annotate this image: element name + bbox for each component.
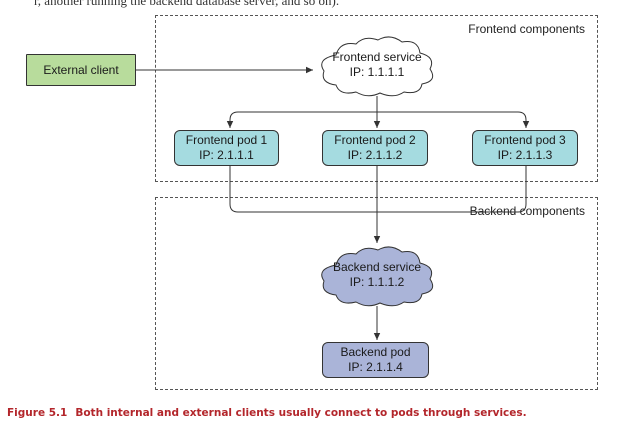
backend-service-name: Backend service [332, 260, 422, 274]
backend-service-ip: IP: 1.1.1.2 [349, 275, 405, 289]
frontend-service-name: Frontend service [332, 50, 422, 64]
figure-label: Figure 5.1 [7, 407, 68, 419]
frontend-pod-1-name: Frontend pod 1 [185, 133, 268, 147]
frontend-service-cloud: Frontend service IP: 1.1.1.1 [314, 33, 440, 97]
backend-components-title: Backend components [469, 204, 585, 218]
backend-cloud-shape [321, 246, 434, 307]
figure-caption: Figure 5.1 Both internal and external cli… [7, 407, 527, 419]
frontend-service-to-pod3-arrow [377, 111, 530, 128]
frontend-pod-2-ip: IP: 2.1.1.2 [347, 148, 403, 162]
backend-pod-name: Backend pod [340, 345, 411, 359]
frontend-pod-3-ip: IP: 2.1.1.3 [497, 148, 553, 162]
backend-pod-ip: IP: 2.1.1.4 [348, 360, 403, 374]
pod3-to-backend-line [377, 166, 527, 213]
frontend-pod-1-ip: IP: 2.1.1.1 [199, 148, 254, 162]
frontend-pod-3-name: Frontend pod 3 [484, 133, 566, 147]
frontend-service-ip: IP: 1.1.1.1 [349, 65, 405, 79]
frontend-pod-3: Frontend pod 3 IP: 2.1.1.3 [472, 130, 578, 166]
frontend-components-title: Frontend components [468, 22, 585, 36]
frontend-pod-2-name: Frontend pod 2 [334, 133, 416, 147]
external-client-label: External client [43, 62, 119, 77]
frontend-pod-1: Frontend pod 1 IP: 2.1.1.1 [174, 130, 279, 166]
pod1-to-backend-line [229, 166, 377, 213]
page-text-fragment: r, another running the backend database … [34, 0, 340, 8]
frontend-pod-2: Frontend pod 2 IP: 2.1.1.2 [322, 130, 428, 166]
external-client-box: External client [26, 54, 136, 86]
frontend-cloud-shape [321, 36, 434, 97]
frontend-service-to-pod1-arrow [226, 111, 377, 128]
figure-caption-text: Both internal and external clients usual… [75, 407, 527, 419]
backend-service-cloud: Backend service IP: 1.1.1.2 [314, 243, 440, 307]
backend-pod: Backend pod IP: 2.1.1.4 [322, 342, 429, 378]
